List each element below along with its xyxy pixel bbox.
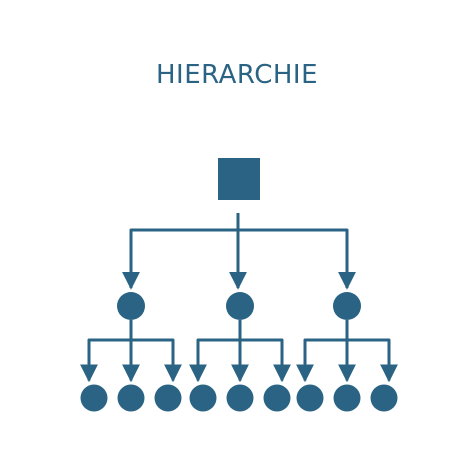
connectors: [80, 213, 398, 383]
leaf-node-circle: [80, 384, 108, 412]
leaf-node-circle: [296, 384, 324, 412]
leaf-node-circle: [117, 384, 145, 412]
leaf-node-circle: [154, 384, 182, 412]
level1-node-circle: [117, 292, 145, 320]
level1-node-circle: [333, 292, 361, 320]
nodes: [80, 158, 398, 412]
leaf-node-circle: [189, 384, 217, 412]
level1-node-circle: [226, 292, 254, 320]
leaf-node-circle: [226, 384, 254, 412]
leaf-node-circle: [263, 384, 291, 412]
leaf-node-circle: [333, 384, 361, 412]
leaf-node-circle: [370, 384, 398, 412]
root-node-square: [218, 158, 260, 200]
diagram-title: HIERARCHIE: [155, 60, 318, 90]
